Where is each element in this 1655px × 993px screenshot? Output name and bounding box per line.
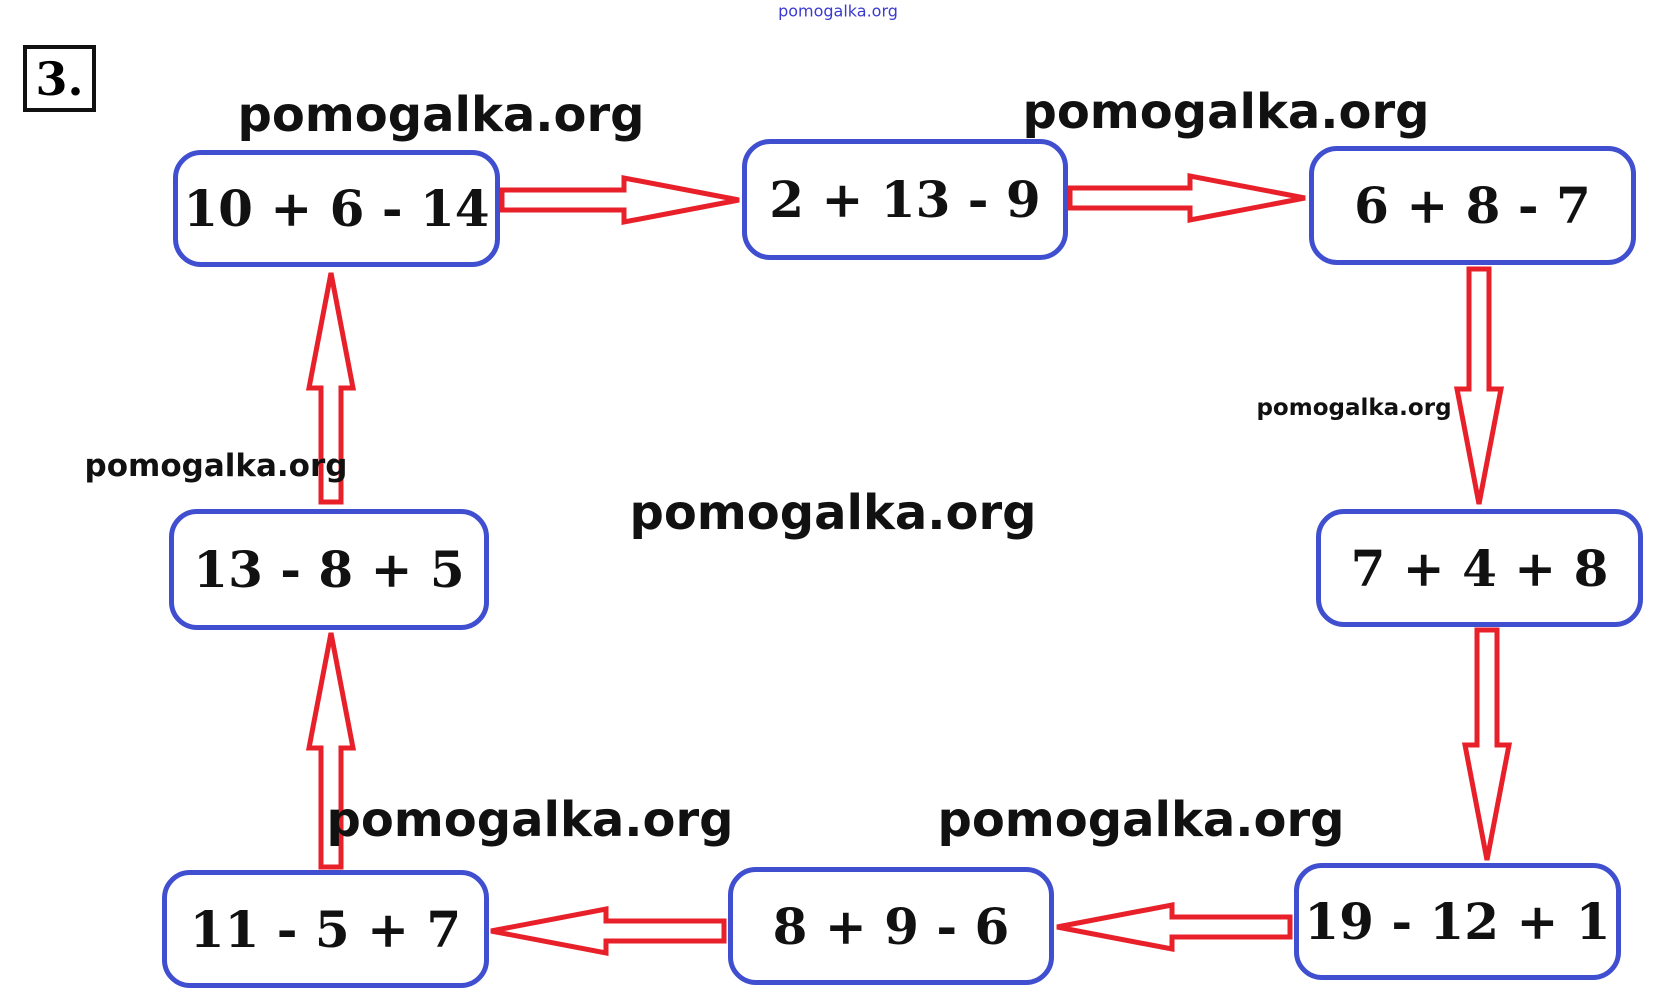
task-number: 3.: [23, 45, 96, 112]
watermark: pomogalka.org: [1022, 84, 1430, 140]
arrow: [1461, 627, 1513, 861]
expression-box: 2 + 13 - 9: [742, 139, 1068, 260]
expression-box: 13 - 8 + 5: [169, 509, 489, 630]
arrow: [1056, 901, 1293, 953]
arrow: [1453, 266, 1505, 505]
arrow: [305, 272, 357, 505]
arrow: [490, 905, 727, 957]
expression-box: 6 + 8 - 7: [1309, 146, 1636, 265]
expression-box: 7 + 4 + 8: [1316, 509, 1643, 627]
watermark: pomogalka.org: [1256, 395, 1452, 421]
arrow: [1067, 172, 1306, 224]
expression-box: 10 + 6 - 14: [173, 150, 500, 267]
watermark: pomogalka.org: [237, 87, 645, 143]
watermark: pomogalka.org: [84, 448, 348, 484]
expression-box: 11 - 5 + 7: [162, 870, 489, 988]
arrow: [499, 174, 740, 226]
watermark: pomogalka.org: [937, 792, 1345, 848]
expression-box: 8 + 9 - 6: [728, 867, 1054, 985]
expression-box: 19 - 12 + 1: [1294, 863, 1621, 980]
watermark: pomogalka.org: [326, 792, 734, 848]
watermark: pomogalka.org: [778, 1, 898, 21]
watermark: pomogalka.org: [629, 485, 1037, 541]
arrow: [305, 632, 357, 870]
